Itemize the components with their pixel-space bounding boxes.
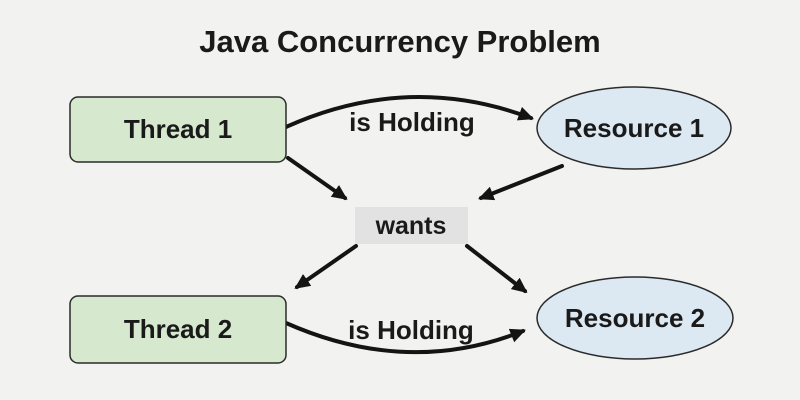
resource2-node	[536, 276, 734, 360]
resource2-label: Resource 2	[565, 303, 705, 333]
thread1-node	[69, 96, 287, 163]
edge-wants-to-resource2	[465, 244, 528, 293]
edge-thread1-to-wants	[286, 156, 348, 200]
thread2-node	[69, 295, 287, 364]
wants-node	[355, 207, 468, 244]
thread1-label: Thread 1	[124, 114, 232, 144]
edge-group	[284, 95, 564, 355]
edge-thread1-holds-resource1	[284, 95, 534, 129]
edge-thread2-holds-resource2	[284, 321, 526, 355]
wants-label: wants	[375, 212, 447, 240]
resource1-label: Resource 1	[564, 113, 704, 143]
edge-label-is-holding-top: is Holding	[349, 107, 475, 137]
resource1-node	[536, 86, 732, 170]
edge-resource1-to-wants	[478, 164, 564, 201]
edge-wants-to-thread2	[294, 244, 358, 289]
thread2-label: Thread 2	[124, 314, 232, 344]
edge-label-is-holding-bottom: is Holding	[348, 315, 474, 345]
page-title: Java Concurrency Problem	[199, 24, 600, 59]
